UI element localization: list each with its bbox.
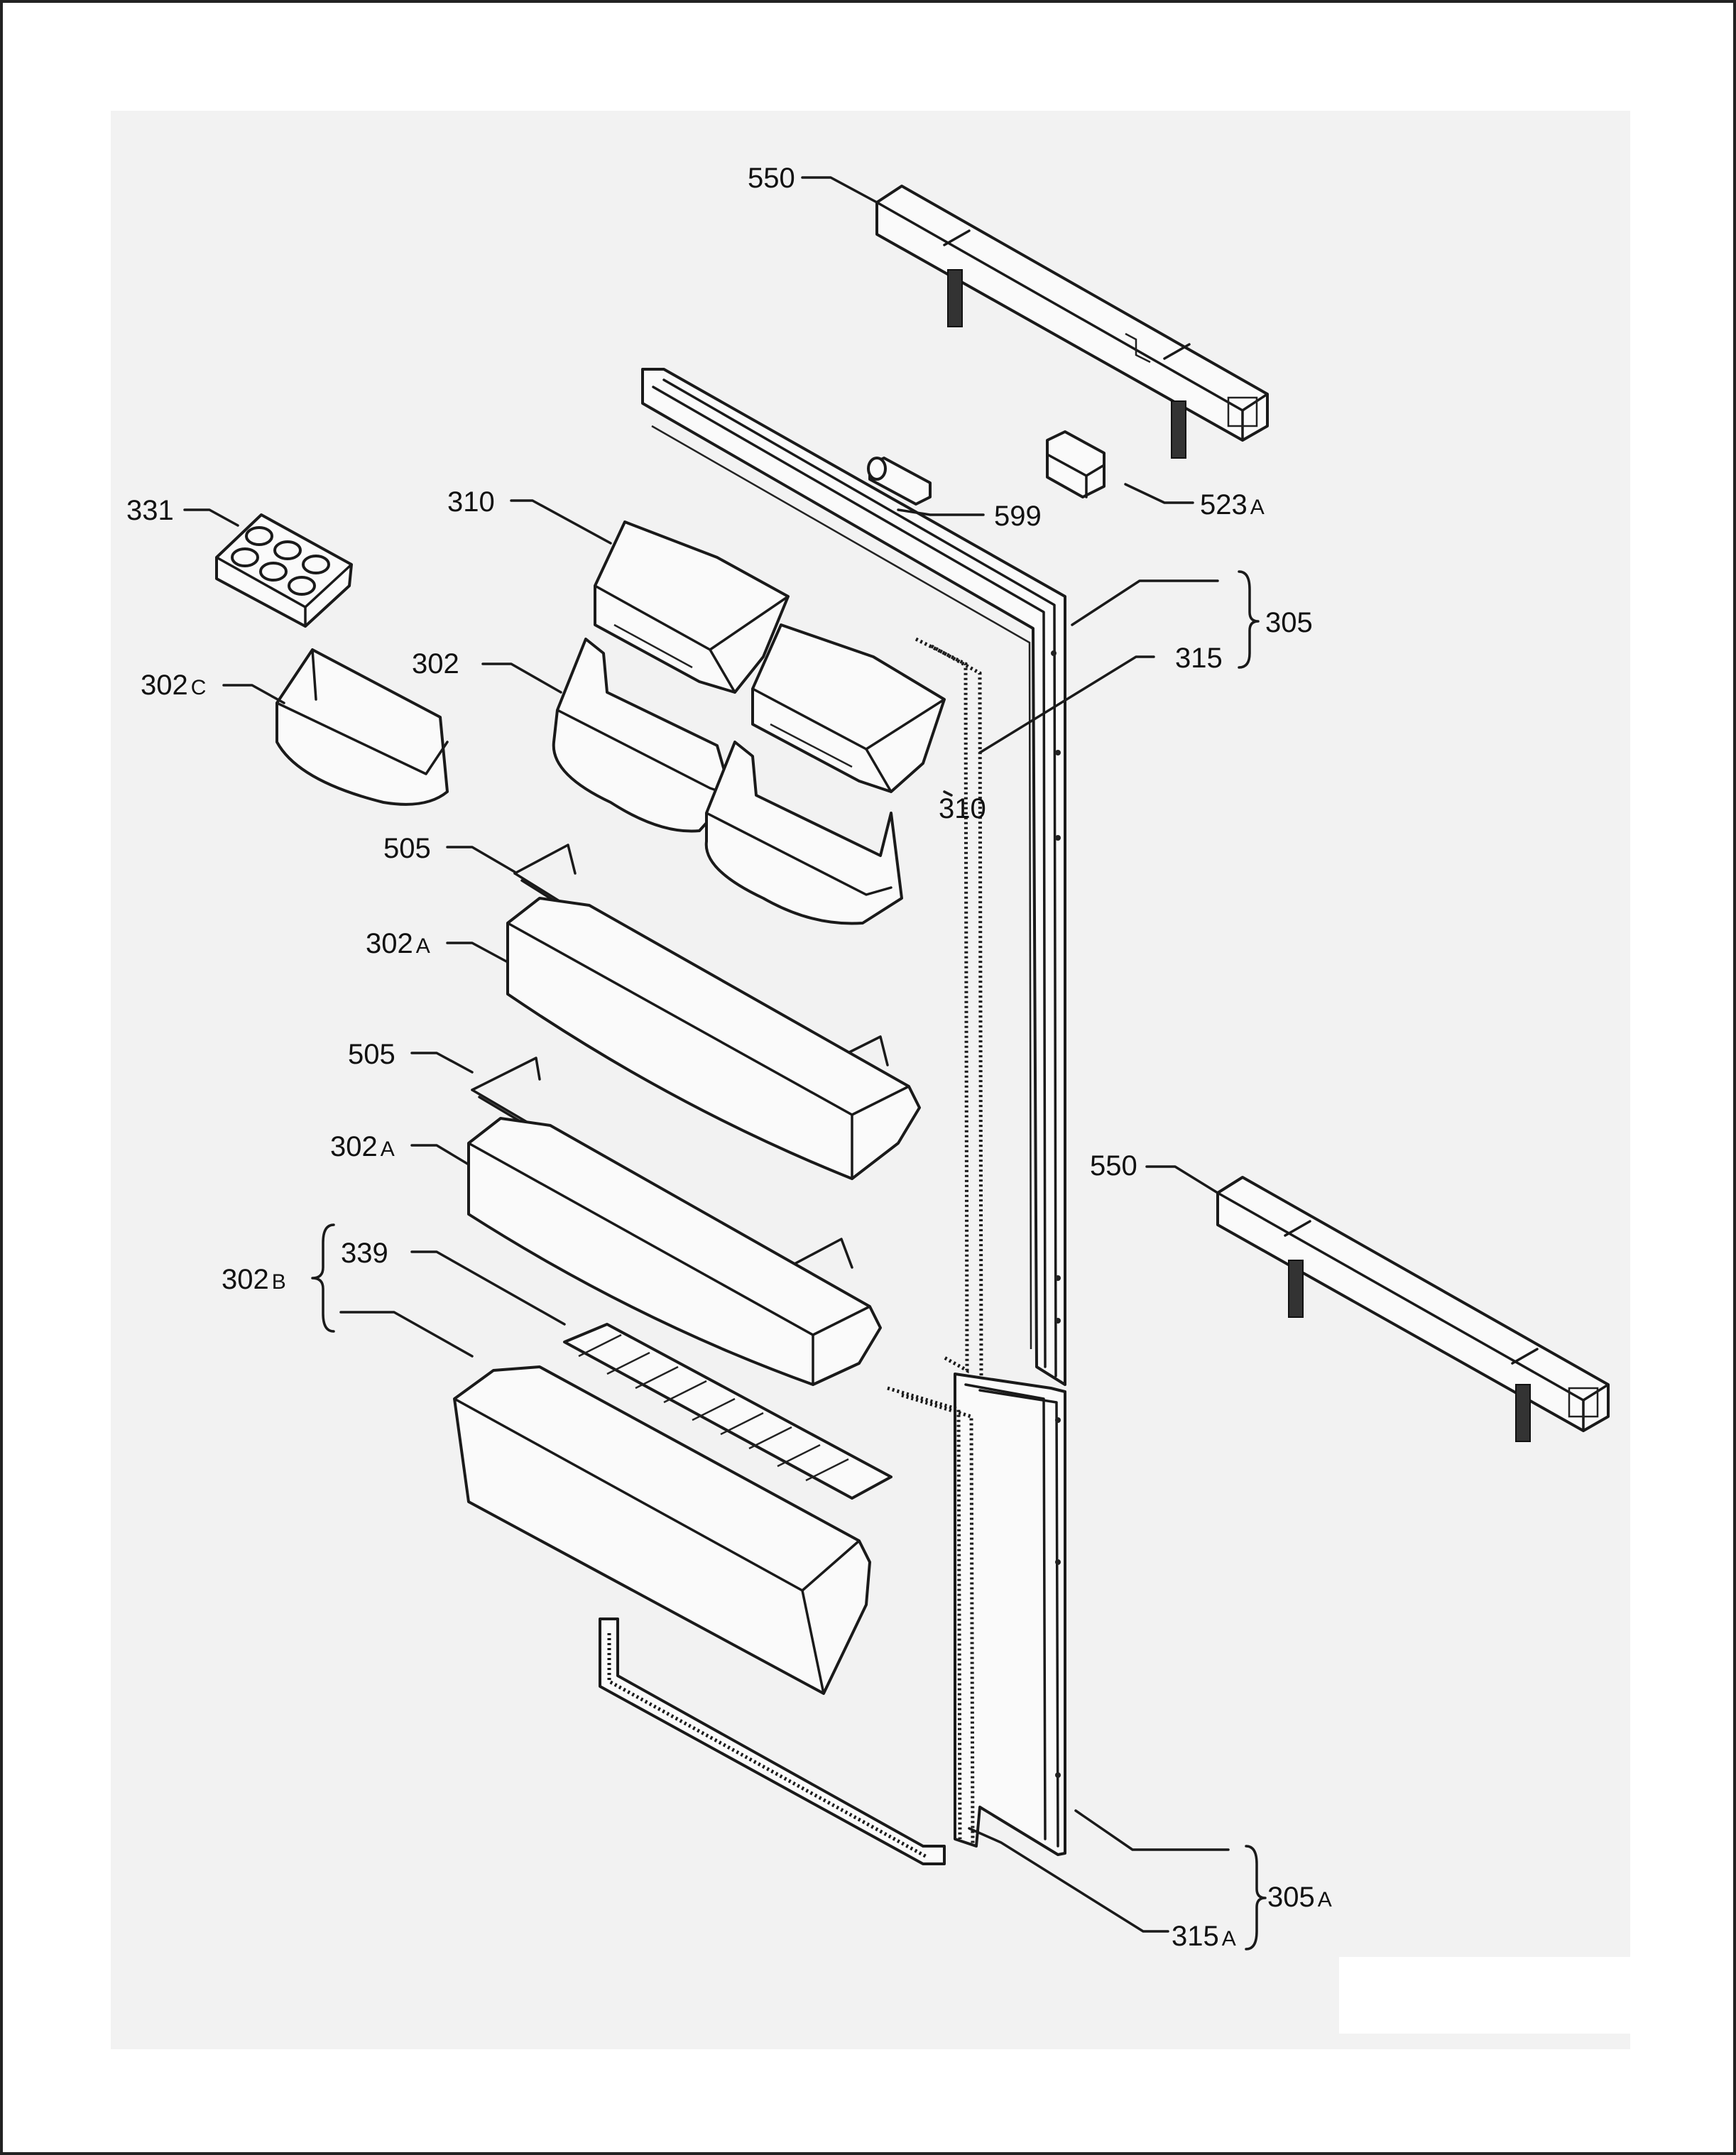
label-523a-number: 523 xyxy=(1200,489,1248,520)
label-302a-bottom-suffix: A xyxy=(381,1137,395,1161)
label-331: 331 xyxy=(126,495,174,526)
blank-patch xyxy=(1339,1957,1630,2034)
label-302c-suffix: C xyxy=(191,676,207,699)
label-599: 599 xyxy=(994,501,1042,532)
dairy-cover-left xyxy=(594,520,790,694)
freezer-grille xyxy=(563,1323,892,1500)
label-302a-top-number: 302 xyxy=(366,928,413,959)
braces xyxy=(311,570,1267,1951)
label-305: 305 xyxy=(1265,607,1313,638)
label-505-bottom: 505 xyxy=(348,1039,395,1070)
label-302a-bottom-number: 302 xyxy=(330,1131,378,1162)
label-302a-top-suffix: A xyxy=(416,934,430,958)
label-523a-suffix: A xyxy=(1250,496,1265,519)
label-302: 302 xyxy=(412,648,459,680)
dairy-cover-right xyxy=(751,623,946,793)
label-315: 315 xyxy=(1175,643,1223,674)
dairy-tray-right xyxy=(704,741,903,925)
egg-tray xyxy=(215,513,353,628)
hinge-pin-599 xyxy=(867,457,932,506)
hinge-block-523a xyxy=(1046,430,1106,498)
handle-top xyxy=(875,185,1269,459)
label-339: 339 xyxy=(341,1238,388,1269)
door-upper xyxy=(641,368,1066,1386)
label-305a-number: 305 xyxy=(1267,1882,1315,1913)
door-lower xyxy=(599,1373,1066,1865)
door-shelf-top xyxy=(506,897,921,1180)
label-302c-number: 302 xyxy=(141,670,188,701)
label-315a-suffix: A xyxy=(1222,1927,1236,1951)
label-305a-suffix: A xyxy=(1318,1888,1332,1911)
label-302b-suffix: B xyxy=(272,1270,286,1294)
label-310-mid: 310 xyxy=(939,793,986,824)
label-550-bottom: 550 xyxy=(1090,1150,1137,1182)
label-550-top: 550 xyxy=(748,163,795,194)
leader-lines xyxy=(183,176,1230,1933)
label-302b-number: 302 xyxy=(222,1264,269,1295)
label-310-top: 310 xyxy=(447,486,495,518)
label-505-top: 505 xyxy=(383,833,431,864)
freezer-shelf xyxy=(453,1365,871,1695)
handle-bottom xyxy=(1216,1176,1610,1442)
door-shelf-bottom xyxy=(467,1117,882,1386)
butter-dish xyxy=(275,648,449,806)
label-315a-number: 315 xyxy=(1172,1921,1219,1952)
